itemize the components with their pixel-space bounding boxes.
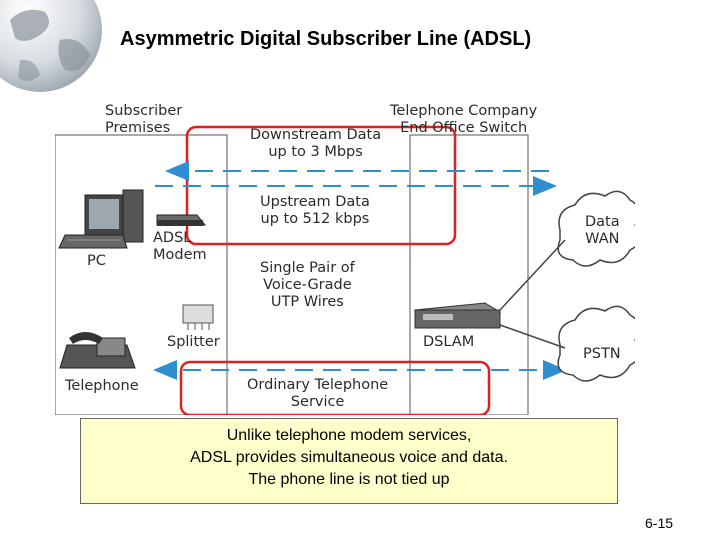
slide-title: Asymmetric Digital Subscriber Line (ADSL…: [120, 28, 532, 50]
office-box: [409, 134, 529, 415]
slide-number: 6-15: [645, 515, 674, 531]
pstn-cloud-icon: [557, 305, 635, 382]
label-pc: PC: [87, 253, 106, 269]
label-telephone: Telephone: [65, 378, 139, 394]
splitter-icon: [182, 304, 214, 330]
note-line: ADSL provides simultaneous voice and dat…: [190, 449, 508, 466]
subscriber-box: [55, 134, 228, 415]
dslam-pstn-line: [499, 324, 566, 349]
label-ordinary-service: Ordinary Telephone Service: [247, 377, 389, 410]
label-adsl-modem: ADSL Modem: [153, 230, 207, 263]
label-dslam: DSLAM: [423, 334, 475, 350]
pc-icon: [58, 189, 144, 249]
dslam-icon: [413, 302, 502, 329]
globe-logo-icon: [0, 0, 102, 92]
label-wires: Single Pair of Voice-Grade UTP Wires: [260, 260, 355, 310]
label-downstream: Downstream Data up to 3 Mbps: [250, 127, 382, 160]
label-splitter: Splitter: [167, 334, 220, 350]
note-box: Unlike telephone modem services, ADSL pr…: [80, 418, 618, 504]
note-line: Unlike telephone modem services,: [226, 427, 472, 444]
telephone-icon: [59, 332, 136, 369]
adsl-modem-icon: [156, 214, 207, 226]
label-data-wan: Data WAN: [585, 214, 620, 247]
label-upstream: Upstream Data up to 512 kbps: [260, 194, 370, 227]
dslam-wan-line: [499, 239, 566, 311]
data-wan-cloud-icon: [557, 190, 635, 267]
adsl-diagram: Subscriber Premises Telephone Company En…: [55, 100, 635, 415]
label-end-office: Telephone Company End Office Switch: [390, 103, 538, 136]
note-line: The phone line is not tied up: [248, 471, 450, 488]
label-subscriber-premises: Subscriber Premises: [105, 103, 183, 136]
label-pstn: PSTN: [583, 346, 621, 362]
